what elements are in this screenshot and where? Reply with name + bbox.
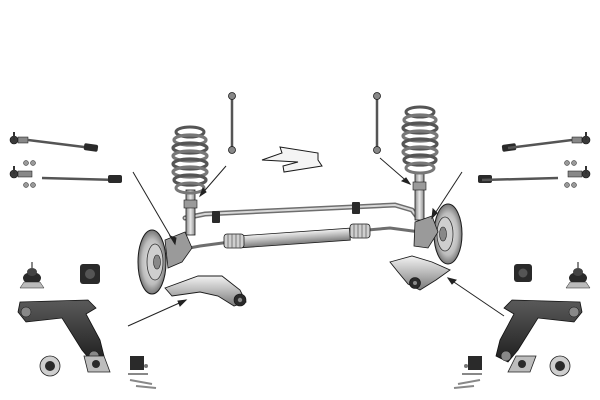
leader-right-strut <box>431 171 463 220</box>
right-mounting-bolts <box>453 356 482 389</box>
right-coil-spring <box>401 105 439 175</box>
left-tie-rod-upper <box>9 132 99 152</box>
right-stabilizer-bushing <box>514 264 532 282</box>
left-coil-spring <box>171 125 209 195</box>
leader-left-strut <box>132 171 177 246</box>
left-stabilizer-link <box>228 92 236 154</box>
left-brake-disc <box>137 229 167 295</box>
leader-left-link <box>198 165 227 198</box>
left-mounting-bolts <box>128 356 157 389</box>
left-control-arm-bushing-round <box>39 355 61 377</box>
left-stabilizer-bushing <box>80 264 100 284</box>
left-steering-knuckle <box>164 231 193 269</box>
left-lower-control-arm-installed <box>164 275 247 307</box>
steering-rack <box>166 223 422 254</box>
left-small-nuts <box>23 160 36 188</box>
leader-lines <box>127 157 505 327</box>
right-control-arm-bushing-round <box>549 355 571 377</box>
left-tie-rod-end <box>9 166 122 183</box>
rack-boot-right <box>349 223 371 239</box>
leader-right-link <box>379 157 412 186</box>
leader-right-arm <box>446 277 505 317</box>
rack-boot-left <box>223 233 245 249</box>
left-control-arm-bushing-bracket <box>83 355 111 373</box>
right-steering-knuckle <box>413 215 439 249</box>
right-strut-assembly <box>401 105 439 221</box>
left-control-arm-loose <box>17 299 105 363</box>
leader-left-arm <box>127 299 188 327</box>
right-control-arm-loose <box>495 299 583 363</box>
right-control-arm-bushing-bracket <box>507 355 537 373</box>
left-strut-assembly <box>171 125 209 236</box>
right-tie-rod-upper <box>501 132 591 152</box>
right-brake-disc <box>433 203 463 265</box>
right-ball-joint <box>565 262 591 289</box>
stabilizer-bar <box>182 202 421 223</box>
right-tie-rod-end <box>478 166 591 183</box>
direction-arrow <box>261 146 323 173</box>
right-lower-control-arm-installed <box>389 255 451 291</box>
left-ball-joint <box>19 262 45 289</box>
left-shock-absorber <box>183 189 198 236</box>
right-stabilizer-link <box>373 92 381 154</box>
right-small-nuts <box>564 160 577 188</box>
right-shock-absorber <box>412 171 427 221</box>
